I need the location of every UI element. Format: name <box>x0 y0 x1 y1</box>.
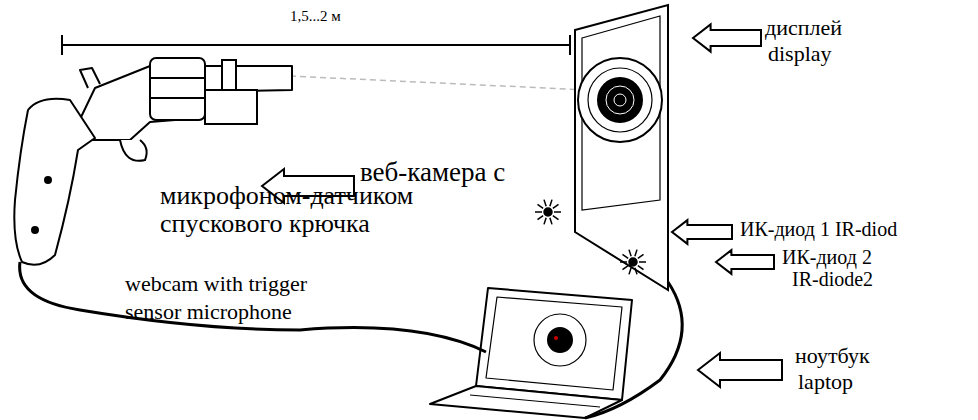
pointer-arrow <box>716 250 774 274</box>
callout-label: laptop <box>798 370 853 394</box>
light-ray <box>535 211 542 213</box>
light-ray <box>629 268 631 275</box>
ir-diode <box>629 258 637 266</box>
light-ray <box>622 254 628 258</box>
light-ray <box>635 250 637 257</box>
light-ray <box>638 254 644 258</box>
dimension-label: 1,5...2 м <box>290 8 341 25</box>
pointer-arrow <box>693 24 761 51</box>
cables <box>20 262 683 418</box>
light-ray <box>622 266 628 270</box>
light-ray <box>553 204 559 208</box>
light-ray <box>620 261 627 263</box>
pointer-arrow <box>698 353 782 387</box>
laptop <box>430 288 632 418</box>
light-ray <box>635 268 637 275</box>
light-ray <box>554 211 561 213</box>
light-ray <box>639 261 646 263</box>
light-ray <box>550 200 552 207</box>
light-ray <box>553 216 559 220</box>
light-ray <box>537 216 543 220</box>
pointer-arrow <box>672 220 732 244</box>
dimension-line <box>62 35 570 55</box>
callout-label: display <box>768 42 832 66</box>
ir-diode <box>544 208 552 216</box>
ir-diodes <box>535 200 646 275</box>
display-monitor <box>575 5 668 290</box>
callout-label: IR-diode2 <box>792 268 873 290</box>
light-ray <box>544 200 546 207</box>
webcam <box>205 60 257 124</box>
callout-label: ИК-диод 1 IR-diod <box>740 218 897 240</box>
callout-label: спускового крючка <box>160 210 370 239</box>
callout-label: webcam with trigger <box>125 272 307 296</box>
callout-label: ноутбук <box>795 344 870 368</box>
light-ray <box>629 250 631 257</box>
callout-label: ИК-диод 2 <box>782 246 872 268</box>
light-ray <box>638 266 644 270</box>
light-ray <box>537 204 543 208</box>
light-ray <box>544 218 546 225</box>
callout-label: дисплей <box>765 16 842 40</box>
callout-label: микрофоном-датчиком <box>160 182 413 211</box>
callout-label: sensor microphone <box>125 300 292 324</box>
light-ray <box>550 218 552 225</box>
